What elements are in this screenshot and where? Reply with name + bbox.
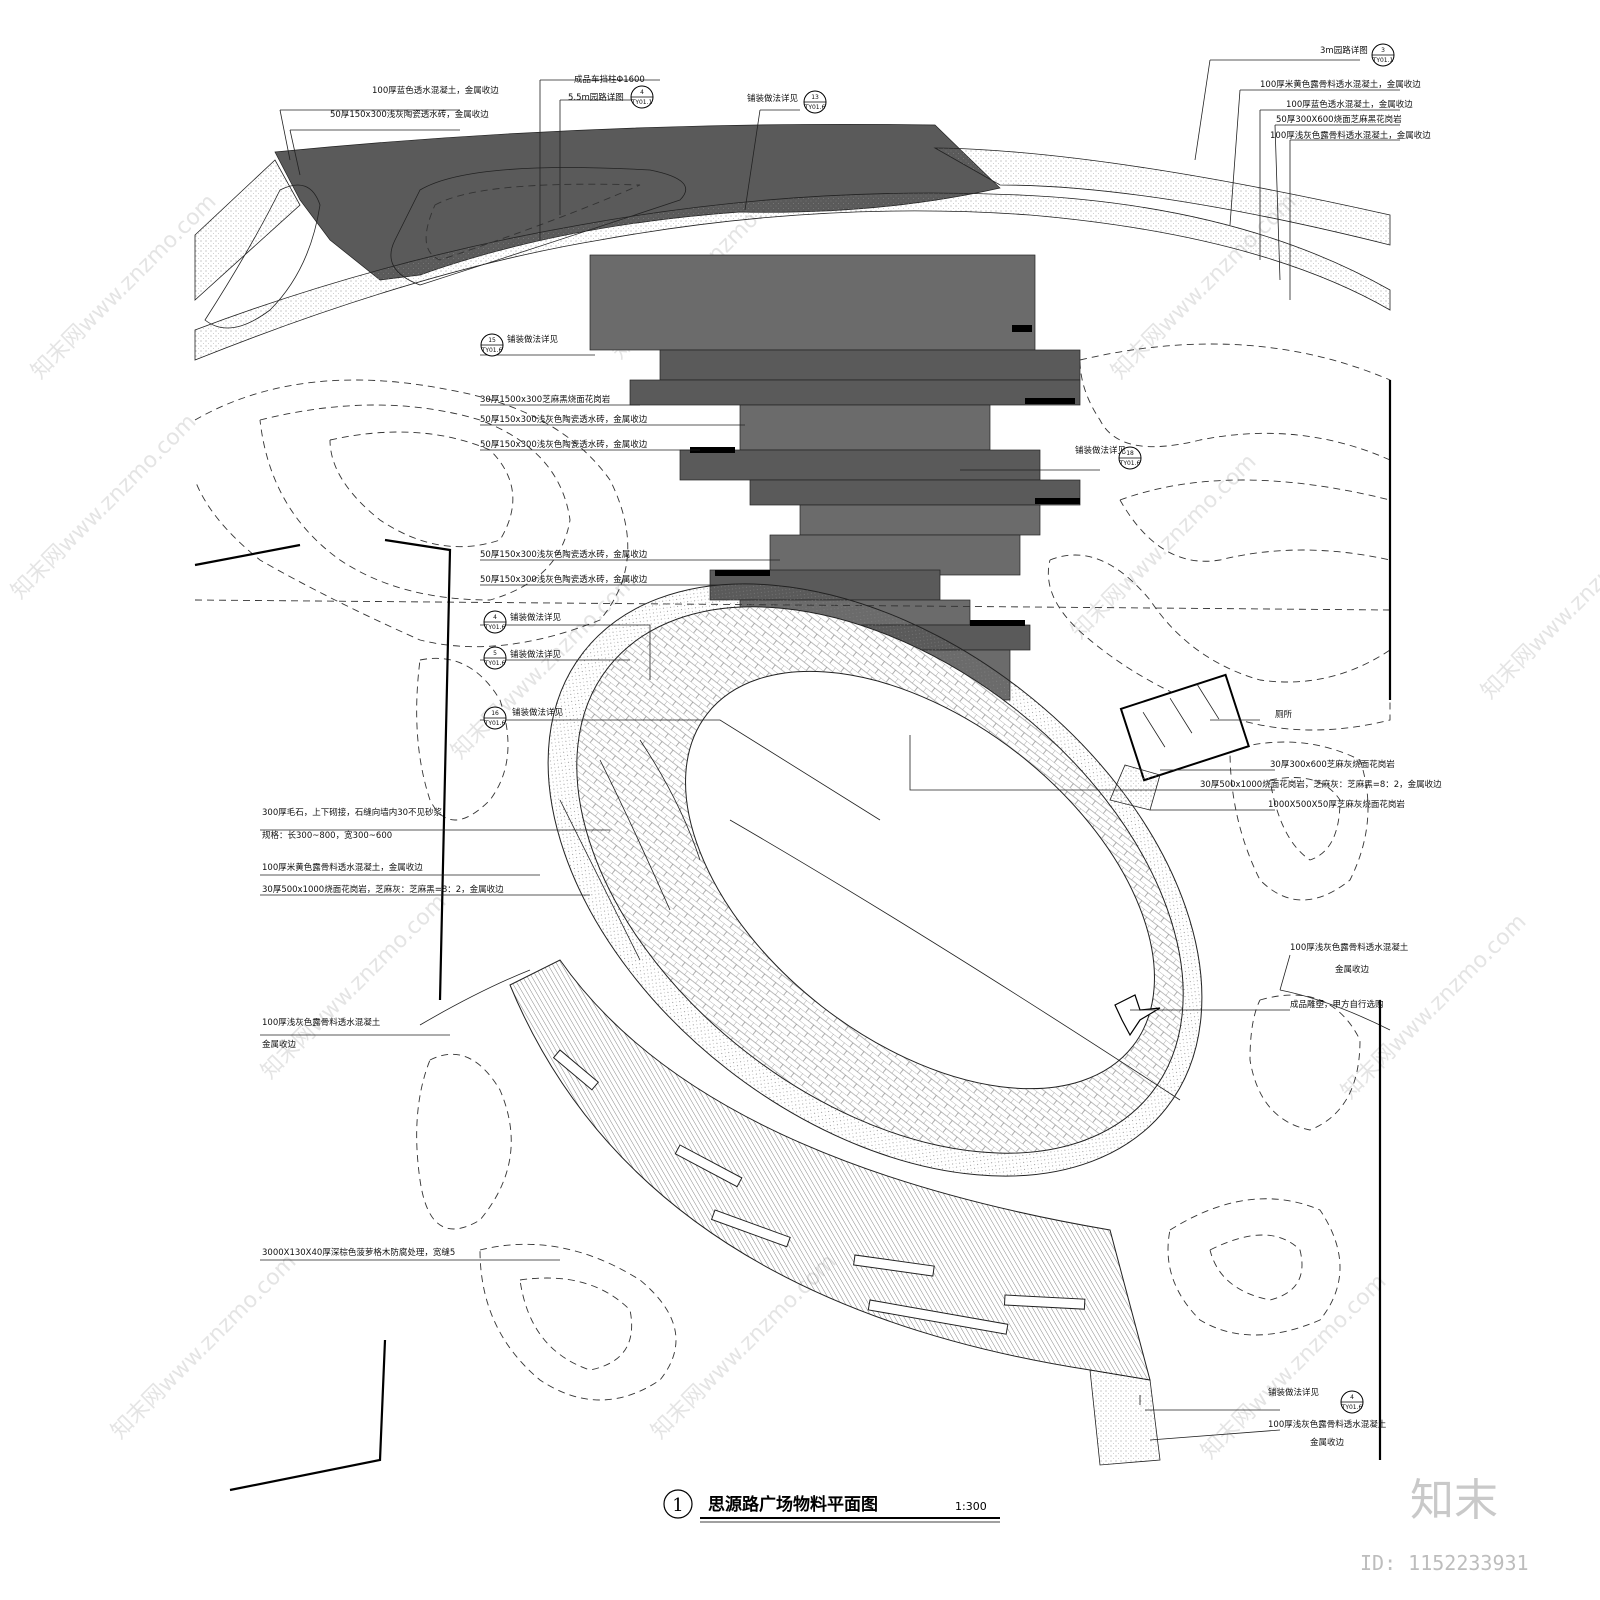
ref-number: 15 (488, 337, 496, 344)
callout-text: 50厚150x300浅灰陶瓷透水砖，金属收边 (330, 109, 489, 120)
ref-sheet: TY01.6 (484, 660, 506, 667)
sculpture-icon (1114, 994, 1161, 1037)
brand-watermark: 知末 ID: 1152233931 (1360, 1475, 1529, 1575)
leader-lines (260, 59, 1400, 1441)
watermark-text: 知末网www.znzmo.com (107, 1249, 302, 1444)
callout-text: 100厚浅灰色露骨料透水混凝土，金属收边 (1270, 130, 1431, 141)
callout-text: 100厚浅灰色露骨料透水混凝土 (262, 1017, 381, 1028)
callout-text: 50厚150x300浅灰色陶瓷透水砖，金属收边 (480, 414, 648, 425)
callout-text: 铺装做法详见 (1268, 1387, 1320, 1398)
ref-number: 13 (811, 94, 819, 101)
callout-text: 铺装做法详见 (507, 334, 559, 345)
material-notes: 100厚蓝色透水混凝土，金属收边 50厚150x300浅灰陶瓷透水砖，金属收边 … (262, 45, 1442, 1448)
brand-logo: 知末 (1410, 1475, 1498, 1526)
ref-sheet: TY01.1 (1372, 57, 1394, 64)
watermark-text: 知末网www.znzmo.com (7, 409, 202, 604)
callout-text: 50厚300X600烧面芝麻黑花岗岩 (1276, 114, 1402, 125)
ref-sheet: TY01.6 (481, 347, 503, 354)
callout-text: 铺装做法详见 (747, 93, 799, 104)
ref-number: 18 (1126, 450, 1134, 457)
curved-path-light (194, 192, 1391, 361)
site-boundary (194, 380, 1392, 1492)
watermark-text: 知末网www.znzmo.com (1477, 509, 1600, 704)
callout-text: 铺装做法详见 (512, 707, 564, 718)
callout-text: 规格：长300~800，宽300~600 (262, 830, 392, 841)
west-path (419, 969, 531, 1026)
ref-sheet: TY01.6 (1341, 1404, 1363, 1411)
island-mid (390, 167, 686, 286)
ref-number: 5 (493, 650, 497, 657)
callout-text: 铺装做法详见 (510, 612, 562, 623)
watermark-text: 知末网www.znzmo.com (1197, 1269, 1392, 1464)
upper-right-road (934, 147, 1391, 246)
callout-text: 5.5m园路详图 (568, 92, 624, 103)
callout-text: 50厚150x300浅灰色陶瓷透水砖，金属收边 (480, 574, 648, 585)
watermark-text: 知末网www.znzmo.com (27, 189, 222, 384)
ref-number: 4 (493, 614, 497, 621)
callout-text: 金属收边 (1335, 964, 1370, 975)
callout-text: 金属收边 (1310, 1437, 1345, 1448)
callout-text: 300厚毛石，上下砌接，石缝向墙内30不见砂浆 (262, 807, 443, 818)
watermark-text: 知末网www.znzmo.com (1067, 449, 1262, 644)
callout-text: 30厚500x1000烧面花岗岩，芝麻灰：芝麻黑=8：2，金属收边 (262, 884, 504, 895)
callout-text: 30厚500x1000烧面花岗岩，芝麻灰：芝麻黑=8：2，金属收边 (1200, 779, 1442, 790)
callout-text: 3m园路详图 (1320, 45, 1368, 56)
callout-text: 成品车挡柱Φ1600 (574, 74, 645, 85)
callout-text: 50厚150x300浅灰色陶瓷透水砖，金属收边 (480, 549, 648, 560)
watermark-text: 知末网www.znzmo.com (257, 889, 452, 1084)
callout-text: 铺装做法详见 (510, 649, 562, 660)
callout-text: 厕所 (1275, 709, 1293, 720)
callout-text: 1000X500X50厚芝麻灰烧面花岗岩 (1268, 799, 1405, 810)
ref-sheet: TY01.6 (804, 104, 826, 111)
callout-text: 铺装做法详见 (1075, 445, 1127, 456)
callout-text: 100厚浅灰色露骨料透水混凝土 (1290, 942, 1409, 953)
ref-number: 4 (1350, 1394, 1354, 1401)
callout-text: 100厚浅灰色露骨料透水混凝土 (1268, 1419, 1387, 1430)
callout-text: 30厚1500x300芝麻黑烧面花岗岩 (480, 394, 611, 405)
toilet-building (1109, 673, 1251, 811)
brand-id: ID: 1152233931 (1360, 1551, 1529, 1575)
east-path (1279, 989, 1391, 1031)
title-scale: 1:300 (955, 1500, 987, 1513)
title-text: 思源路广场物料平面图 (708, 1494, 878, 1515)
callout-text: 50厚150x300浅灰色陶瓷透水砖，金属收边 (480, 439, 648, 450)
ref-sheet: TY01.6 (484, 624, 506, 631)
callout-text: 100厚米黄色露骨料透水混凝土，金属收边 (1260, 79, 1421, 90)
left-road (194, 159, 301, 301)
drawing-title: 1 思源路广场物料平面图 1:300 (663, 1489, 1000, 1523)
ref-number: 4 (640, 89, 644, 96)
callout-text: 成品雕塑，甲方自行选购 (1290, 999, 1384, 1010)
callout-text: 100厚米黄色露骨料透水混凝土，金属收边 (262, 862, 423, 873)
contour-lines (194, 343, 1391, 1401)
callout-text: 100厚蓝色透水混凝土，金属收边 (372, 85, 499, 96)
callout-text: 30厚300x600芝麻灰烧面花岗岩 (1270, 759, 1395, 770)
callout-text: 3000X130X40厚深棕色菠萝格木防腐处理，宽缝5 (262, 1247, 455, 1258)
ref-number: 3 (1381, 47, 1385, 54)
ref-sheet: TY01.6 (1119, 460, 1141, 467)
south-path (1089, 1369, 1161, 1466)
ref-number: 16 (491, 710, 499, 717)
ref-sheet: TY01.6 (484, 720, 506, 727)
ref-sheet: TY01.1 (631, 99, 653, 106)
island-mid-dash (425, 183, 641, 261)
callout-text: 100厚蓝色透水混凝土，金属收边 (1286, 99, 1413, 110)
oval-plaza (547, 583, 1203, 1177)
callout-text: 金属收边 (262, 1039, 297, 1050)
title-number: 1 (672, 1495, 683, 1516)
island-left (204, 184, 321, 329)
bench-group (552, 1049, 1086, 1335)
